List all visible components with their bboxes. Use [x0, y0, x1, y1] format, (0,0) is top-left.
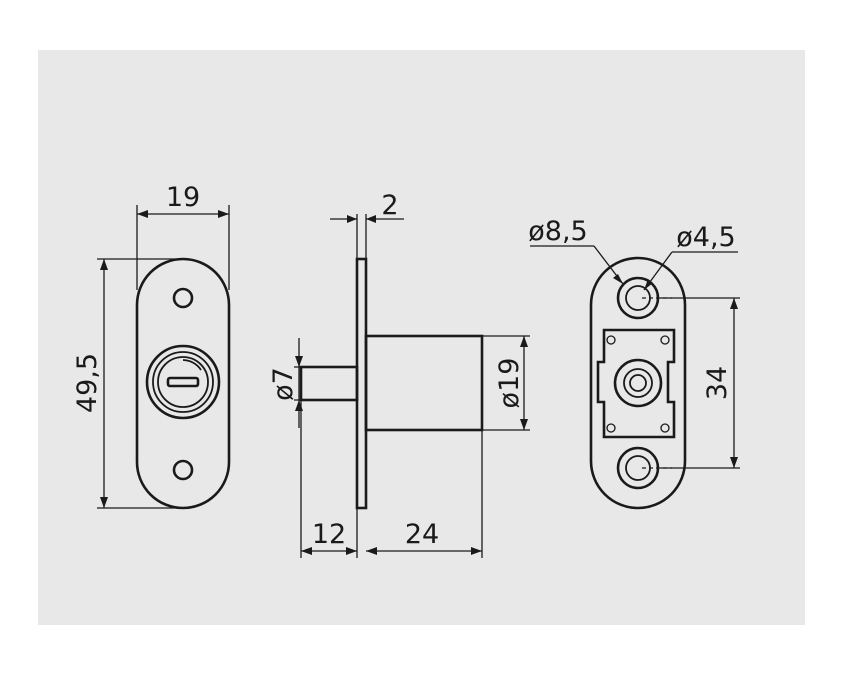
hole-spacing-label: 34	[702, 366, 733, 400]
hole-label: ø4,5	[676, 222, 735, 253]
front-cylinder-outer	[145, 344, 221, 420]
arrow-head	[346, 547, 357, 555]
arrow-head	[471, 547, 482, 555]
arrow-head	[730, 457, 738, 468]
front-width-label: 19	[166, 182, 200, 213]
counterbore-label: ø8,5	[528, 216, 587, 247]
body-length-label: 24	[405, 519, 439, 550]
front-height-label: 49,5	[72, 353, 103, 413]
front-top-screw-hole	[172, 287, 194, 309]
arrow-head	[100, 497, 108, 508]
arrow-head	[366, 547, 377, 555]
arrow-head	[644, 279, 653, 290]
arrow-head	[520, 419, 528, 430]
back-cylinder-outer	[613, 358, 663, 408]
bolt-diameter-label: ø7	[268, 367, 299, 401]
housing-rivet	[660, 335, 670, 345]
front-view: 19 49,5	[72, 182, 231, 510]
housing-rivet	[660, 423, 670, 433]
back-cylinder-mid	[623, 368, 653, 398]
arrow-head	[301, 547, 312, 555]
arrow-head	[730, 298, 738, 309]
arrow-head	[218, 210, 229, 218]
side-view: 2 ø7 ø19 12 24	[268, 190, 530, 558]
back-view: 34 ø8,5 ø4,5	[528, 216, 740, 510]
body-diameter-label: ø19	[494, 358, 525, 409]
arrow-head	[295, 356, 303, 367]
side-bolt	[299, 365, 359, 402]
arrow-head	[100, 259, 108, 270]
arrow-head	[520, 336, 528, 347]
key-plug-arc	[182, 359, 202, 371]
back-plate-outline	[589, 256, 687, 510]
bolt-length-label: 12	[312, 519, 346, 550]
housing-rivet	[606, 423, 616, 433]
arrow-head	[613, 274, 623, 284]
front-cylinder-ring	[152, 351, 214, 413]
housing-rivet	[606, 335, 616, 345]
front-cylinder-inner	[157, 356, 209, 408]
arrow-head	[137, 210, 148, 218]
arrow-head	[366, 215, 376, 223]
key-slot-icon	[166, 376, 200, 388]
back-cylinder-core	[629, 374, 647, 392]
plate-thickness-label: 2	[381, 190, 398, 221]
arrow-head	[347, 215, 357, 223]
back-housing	[596, 328, 676, 439]
front-bottom-screw-hole	[172, 459, 194, 481]
drawing-background	[38, 50, 805, 625]
